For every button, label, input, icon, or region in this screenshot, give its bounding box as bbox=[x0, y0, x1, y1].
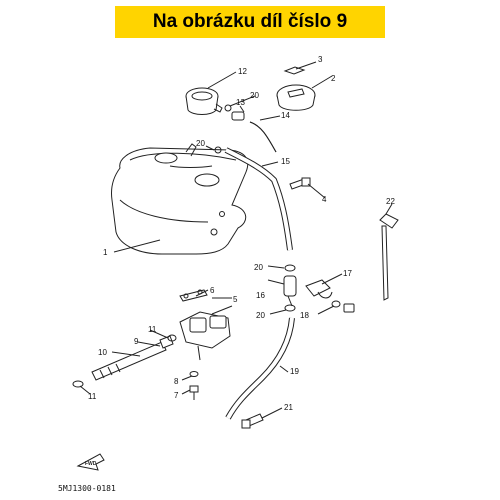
part-number-banner: Na obrázku díl číslo 9 bbox=[115, 6, 385, 38]
fuel-hose bbox=[225, 317, 295, 420]
callout-16: 16 bbox=[256, 291, 265, 300]
callout-labels: 1 2 3 4 5 6 7 8 9 10 11 11 12 13 14 15 1… bbox=[88, 55, 395, 412]
cap-gasket bbox=[283, 66, 306, 75]
callout-14: 14 bbox=[281, 111, 290, 120]
breather-fitting bbox=[224, 104, 245, 121]
callout-7: 7 bbox=[174, 391, 179, 400]
washer bbox=[189, 371, 199, 377]
callout-20-joint-upper: 20 bbox=[254, 263, 263, 272]
fuel-cock bbox=[179, 289, 231, 361]
callout-20-top: 20 bbox=[250, 91, 259, 100]
callout-18: 18 bbox=[300, 311, 309, 320]
vent-hose bbox=[214, 146, 293, 251]
callout-8: 8 bbox=[174, 377, 179, 386]
callout-5: 5 bbox=[233, 295, 238, 304]
filler-neck bbox=[185, 87, 223, 115]
fwd-label: FWD bbox=[85, 461, 97, 467]
hose-bracket bbox=[305, 279, 333, 299]
callout-11-lower: 11 bbox=[88, 392, 97, 401]
callout-21: 21 bbox=[284, 403, 293, 412]
bracket-bolts bbox=[331, 300, 355, 313]
callout-4: 4 bbox=[322, 195, 327, 204]
callout-12: 12 bbox=[238, 67, 247, 76]
callout-9: 9 bbox=[134, 337, 139, 346]
fuel-tank bbox=[111, 143, 249, 255]
callout-20-joint-lower: 20 bbox=[256, 311, 265, 320]
breather-hose bbox=[249, 121, 277, 153]
callout-1: 1 bbox=[103, 248, 108, 257]
fuel-joint bbox=[283, 264, 297, 312]
callout-20-mid: 20 bbox=[196, 139, 205, 148]
banner-text: Na obrázku díl číslo 9 bbox=[152, 11, 348, 32]
callout-22: 22 bbox=[386, 197, 395, 206]
fwd-arrow-icon: FWD bbox=[76, 453, 105, 471]
fuel-cap bbox=[276, 84, 316, 111]
callout-2: 2 bbox=[331, 74, 336, 83]
hose-bolt bbox=[241, 413, 264, 429]
callout-10: 10 bbox=[98, 348, 107, 357]
o-ring-lower bbox=[72, 380, 84, 388]
callout-11-upper: 11 bbox=[148, 325, 157, 334]
fuel-filter-tube bbox=[91, 335, 174, 381]
tank-bolt bbox=[289, 177, 311, 190]
callout-15: 15 bbox=[281, 157, 290, 166]
diagram-code: 5MJ1300-0181 bbox=[58, 484, 116, 493]
callout-19: 19 bbox=[290, 367, 299, 376]
callout-3: 3 bbox=[318, 55, 323, 64]
callout-17: 17 bbox=[343, 269, 352, 278]
cock-screw bbox=[189, 385, 199, 400]
callout-6: 6 bbox=[210, 286, 215, 295]
callout-13: 13 bbox=[236, 98, 245, 107]
cable-strap bbox=[379, 213, 399, 301]
leader-lines bbox=[79, 61, 393, 419]
